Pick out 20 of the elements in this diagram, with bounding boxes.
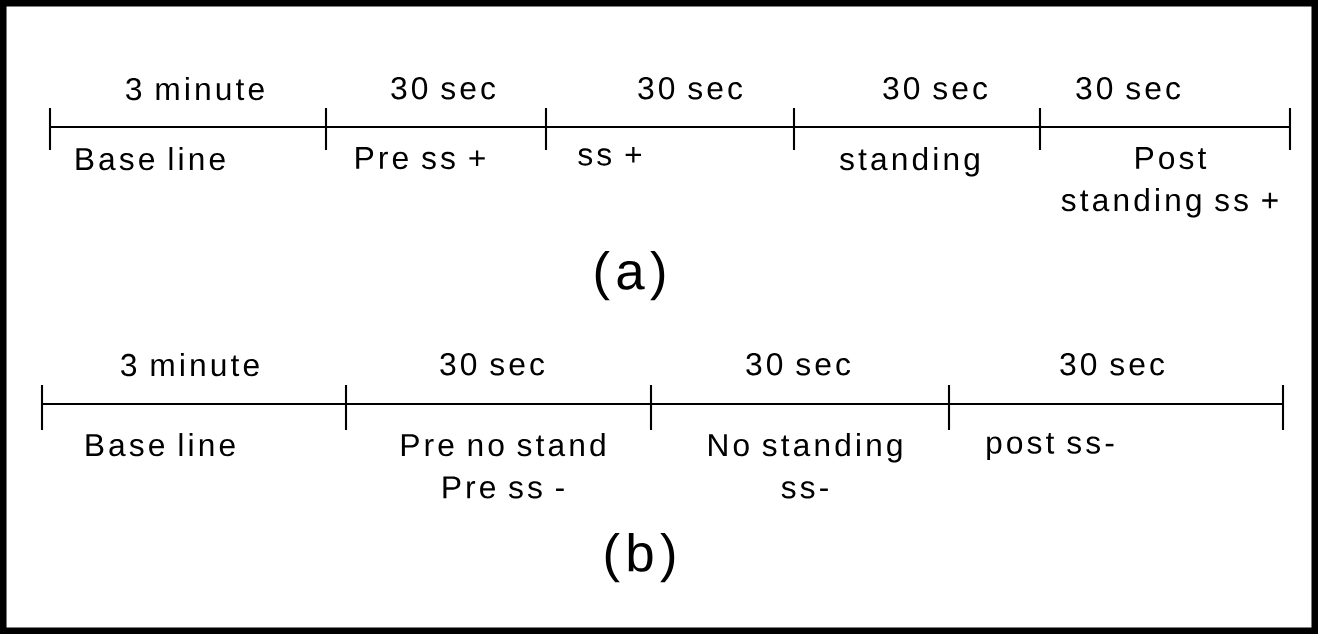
duration-label: 30 sec [440,353,545,376]
duration-label: 30 sec [746,353,851,376]
phase-label: Pre no stand Pre ss - [401,433,605,499]
duration-label: 30 sec [1060,353,1165,376]
duration-label: 30 sec [391,77,496,100]
phase-label: Base line [76,147,225,171]
panel-label: (a) [595,251,665,301]
duration-label: 30 sec [883,77,988,100]
duration-label: 30 sec [1076,77,1181,100]
duration-label: 3 minute [126,77,264,101]
panel-label: (b) [605,533,675,583]
phase-label: Post standing ss + [1061,147,1278,218]
duration-label: 30 sec [638,77,743,100]
duration-label: 3 minute [121,353,259,377]
phase-label: post ss- [987,433,1114,461]
phase-label: standing [840,147,979,177]
phase-label: ss + [578,147,642,166]
phase-label: Base line [86,433,235,457]
phase-label: No standing ss- [709,433,902,499]
phase-label: Pre ss + [356,147,485,170]
